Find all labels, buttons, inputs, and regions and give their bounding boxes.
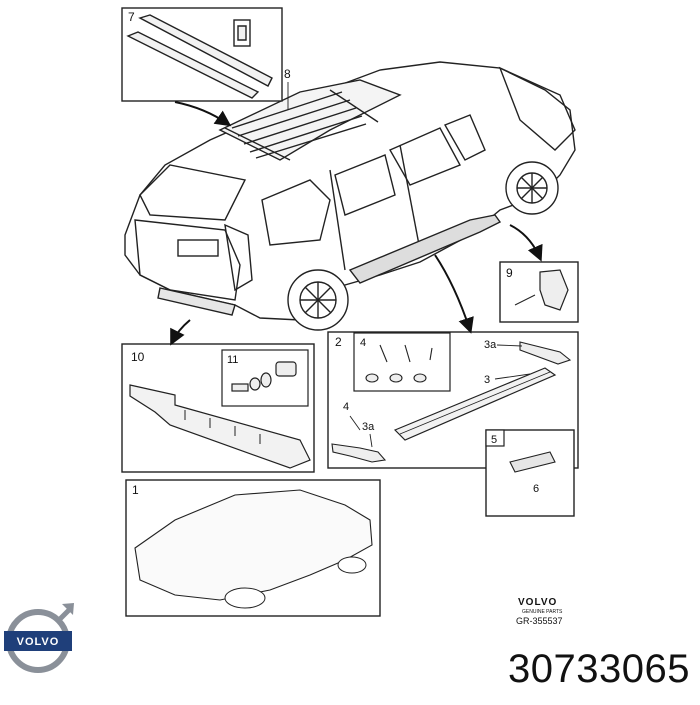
logo-text: VOLVO [17,636,60,648]
callout-6: 6 [533,483,539,495]
callout-3a-top: 3a [484,339,497,351]
callout-8: 8 [284,67,291,81]
box-side-steps: 2 4 3a 3 4 3a [327,331,579,469]
pointer-arrows [170,101,543,346]
stamp-brand: VOLVO [518,597,557,608]
suv-main-illustration [124,61,576,331]
callout-3a-bottom: 3a [362,421,375,433]
box-emblem: 5 6 [485,429,575,517]
part-number: 30733065 [508,647,690,691]
box-skid-plate: 10 11 [121,343,315,473]
callout-3: 3 [484,374,490,386]
callout-7: 7 [128,10,135,24]
stamp-subtitle: GENUINE PARTS [522,609,563,615]
callout-4-left: 4 [343,401,349,413]
callout-2: 2 [335,335,342,349]
callout-11: 11 [227,354,238,366]
volvo-logo: VOLVO [4,603,74,673]
box-car-cover: 1 [125,479,381,617]
callout-1: 1 [132,483,139,497]
callout-10: 10 [131,350,145,364]
box-roof-bars: 7 [121,7,283,102]
callout-5: 5 [491,434,497,446]
callout-4-top: 4 [360,337,366,349]
stamp-ref: GR-355537 [516,616,563,626]
callout-9: 9 [506,266,513,280]
genuine-parts-stamp: VOLVO GENUINE PARTS GR-355537 [516,597,563,626]
box-mudflap: 9 [499,261,579,323]
